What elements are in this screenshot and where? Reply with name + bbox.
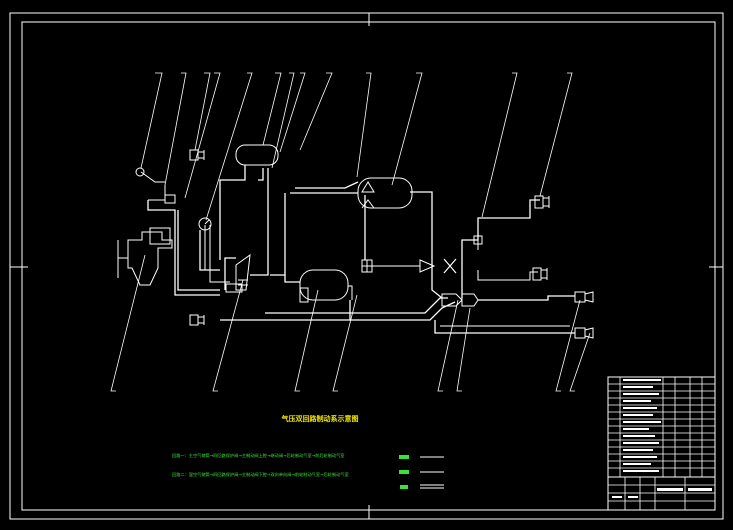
flow-arrow xyxy=(419,259,436,273)
compressor xyxy=(117,231,173,286)
brake-chamber-front-left xyxy=(189,149,205,161)
upper-air-tank xyxy=(235,144,279,166)
centering-marks xyxy=(10,13,723,519)
main-air-tank xyxy=(357,177,413,209)
pressure-gauge xyxy=(198,217,212,231)
relay-valve-rear xyxy=(461,293,479,307)
brake-valve xyxy=(235,253,251,291)
brake-chamber-front-right xyxy=(534,195,550,209)
brake-chamber-rear-right xyxy=(532,267,548,281)
spring-brake-chamber-1 xyxy=(574,291,594,303)
relay-valve-front xyxy=(441,293,463,307)
diagram-title: 气压双回路制动系示意图 xyxy=(281,414,359,423)
legend-line-1: 回路一：主空气储筒→四回路保护阀→主制动阀上腔→继动阀→后轮制动气室→前后轮制动… xyxy=(172,452,344,459)
title-block-fill xyxy=(612,379,712,498)
components xyxy=(117,144,594,339)
pipe-network xyxy=(140,165,575,334)
brake-chamber-rear-left xyxy=(189,314,205,326)
legend-line-2: 回路二：湿空气储筒→四回路保护阀→主制动阀下腔→双向单向阀→前轮制动气室→后轮制… xyxy=(172,471,349,478)
line-type-key xyxy=(399,455,444,489)
leader-lines xyxy=(110,72,591,392)
outer-border xyxy=(9,12,724,520)
spring-brake-chamber-2 xyxy=(574,327,594,339)
title-block xyxy=(607,376,716,511)
check-valve xyxy=(443,258,457,274)
lower-air-tank xyxy=(299,269,349,301)
